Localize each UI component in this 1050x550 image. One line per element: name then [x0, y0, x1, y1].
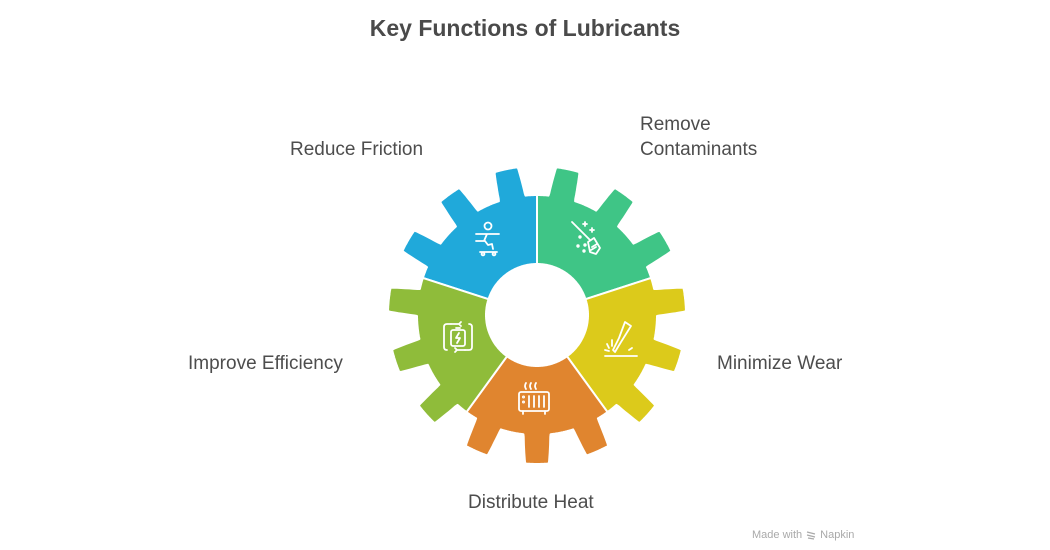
gear-hub-hole — [486, 264, 588, 366]
broom-sparkle-icon — [571, 221, 601, 255]
label-remove-contaminants-line1: Remove — [640, 114, 711, 135]
label-distribute-heat: Distribute Heat — [468, 492, 594, 513]
battery-recycle-icon — [443, 321, 473, 353]
label-remove-contaminants: Remove Contaminants — [640, 112, 757, 162]
label-reduce-friction: Reduce Friction — [290, 139, 424, 160]
made-with-text: Made with — [752, 529, 803, 541]
napkin-watermark: Made with Napkin — [752, 529, 854, 541]
radiator-heater-icon — [518, 382, 550, 415]
knife-cut-icon — [604, 321, 638, 357]
label-minimize-wear: Minimize Wear — [717, 353, 843, 374]
label-remove-contaminants-line2: Contaminants — [640, 139, 758, 160]
segment-minimize-wear — [566, 276, 687, 425]
label-improve-efficiency: Improve Efficiency — [188, 353, 343, 374]
napkin-brand-text: Napkin — [820, 529, 855, 541]
segment-reduce-friction — [401, 166, 538, 301]
napkin-logo-icon — [806, 531, 816, 540]
diagram-title: Key Functions of Lubricants — [369, 15, 681, 41]
skateboarder-icon — [475, 221, 500, 257]
segment-remove-contaminants — [536, 166, 673, 301]
